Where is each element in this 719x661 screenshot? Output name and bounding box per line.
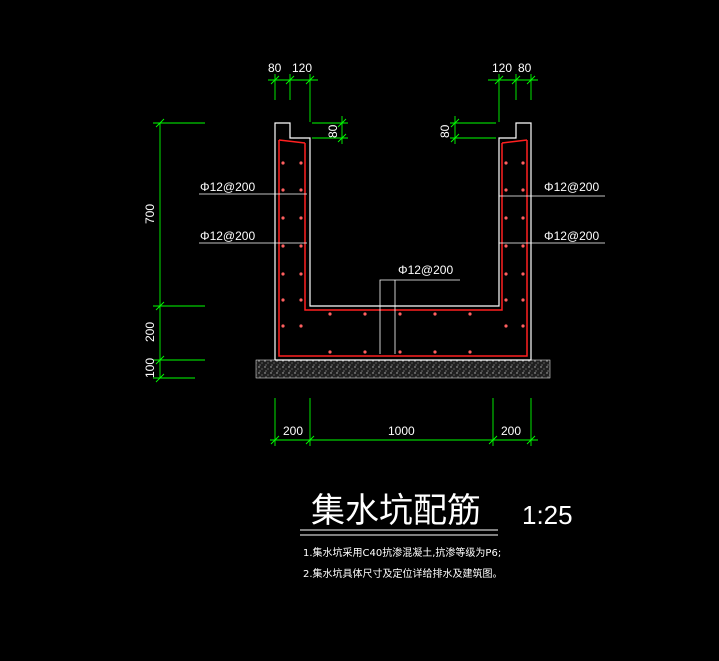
rebar-inner: [304, 143, 503, 311]
dim-width-right: 200: [501, 424, 521, 438]
leader-lines: [199, 193, 605, 354]
drawing-title: 集水坑配筋: [311, 491, 481, 531]
drawing-scale: 1:25: [522, 500, 573, 530]
rebar-label-left-top: Φ12@200: [200, 180, 255, 194]
dim-width-mid: 1000: [388, 424, 415, 438]
dim-width-left: 200: [283, 424, 303, 438]
dim-top-right-b: 80: [518, 61, 532, 75]
rebar-outer: [278, 140, 528, 357]
rebar-label-bottom: Φ12@200: [398, 263, 453, 277]
note-1: 1.集水坑采用C40抗渗混凝土,抗渗等级为P6;: [303, 546, 501, 559]
dim-notch-left: 80: [326, 124, 340, 138]
rebar-label-right-mid: Φ12@200: [544, 229, 599, 243]
concrete-outline: [274, 122, 532, 361]
dim-top-right-a: 120: [492, 61, 512, 75]
dim-top-left-a: 80: [268, 61, 282, 75]
rebar-label-right-top: Φ12@200: [544, 180, 599, 194]
dimension-lines: [153, 74, 538, 446]
dim-notch-right: 80: [438, 124, 452, 138]
dim-height-base: 100: [143, 358, 157, 378]
rebar-label-left-mid: Φ12@200: [200, 229, 255, 243]
dim-height-slab: 200: [143, 322, 157, 342]
dim-top-left-b: 120: [292, 61, 312, 75]
note-2: 2.集水坑具体尺寸及定位详给排水及建筑图。: [303, 567, 503, 580]
rebar-left-top: [278, 139, 306, 144]
dim-height-wall: 700: [143, 204, 157, 224]
rebar-dots: [281, 161, 525, 354]
gravel-base: [255, 359, 551, 379]
rebar-group: [278, 139, 528, 357]
rebar-right-top: [501, 139, 528, 144]
